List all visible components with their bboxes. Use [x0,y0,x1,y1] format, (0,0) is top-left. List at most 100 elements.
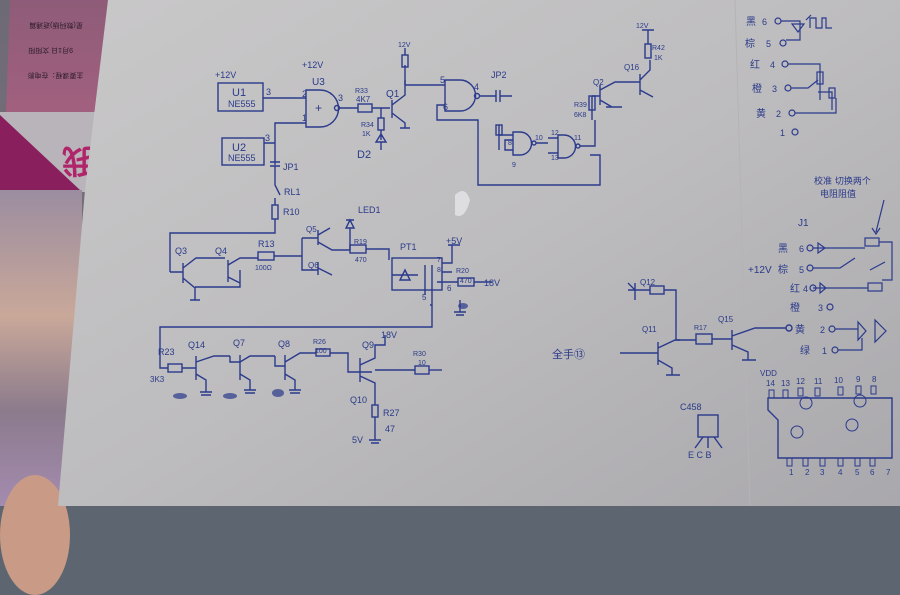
q15-label: Q15 [718,315,734,324]
connector-a-color: 棕 [745,37,755,50]
j1-color: 红 [790,282,800,295]
gate3-pin11: 11 [574,135,581,142]
j1-pin: 5 [799,265,804,275]
ic-pin: 13 [781,379,790,388]
u2-chip-label: NE555 [228,153,256,163]
r13-label: R13 [258,239,275,249]
ic-pin: 11 [814,377,823,386]
q2-label: Q2 [593,78,604,87]
c458-label: C458 [680,402,702,412]
u3-label: U3 [312,77,325,88]
correction-fluid-mark [455,191,470,216]
connector-a-color: 黄 [756,107,766,120]
gate2-pin8: 8 [508,140,512,147]
u3-pin2: 2 [302,89,307,99]
v18-label: 18V [484,278,500,288]
u3-vcc-label: +12V [302,60,323,70]
calibration-note: 校准 切换两个 [814,175,871,187]
ic-pin: 10 [834,376,843,385]
r19-value: 470 [355,257,367,264]
calibration-note: 电阻阻值 [820,188,856,200]
r26-value: 100 [315,348,327,355]
connector-a-color: 黑 [746,16,756,28]
r39-label: R39 [574,102,587,109]
j1-pin: 3 [818,303,823,313]
q14-label: Q14 [188,340,205,350]
ic-pin: 12 [796,377,805,386]
r34-label: R34 [361,122,374,129]
q1-label: Q1 [386,89,400,100]
r39-value: 6K8 [574,112,587,119]
pt1-pin7: 7 [437,257,441,264]
q16-vcc-label: 12V [636,23,649,30]
pt1-pin6: 6 [447,284,452,293]
q10-label: Q10 [350,395,367,405]
r17-label: R17 [694,325,707,332]
gate1-pin6: 6 [443,102,448,112]
r19-label: R19 [354,239,367,246]
led1-label: LED1 [358,205,381,215]
connector-a-pin: 3 [772,84,777,94]
j1-color: 橙 [790,301,800,314]
u1-label: U1 [232,87,246,99]
ic-pin: 6 [870,468,875,477]
u1-chip-label: NE555 [228,99,256,109]
gate1-pin5: 5 [440,75,445,85]
schematic-paper: +12V U1 NE555 3 U2 NE555 3 +12V U3 2 1 3… [58,0,900,506]
u2-label: U2 [232,142,246,154]
r20-label: R20 [456,268,469,275]
jp1-label: JP1 [283,162,299,172]
q9-vcc-label: 18V [381,330,397,340]
r20-value: 470 [460,278,472,285]
paper-sheet [58,0,900,506]
connector-a-pin: 1 [780,128,785,138]
u1-pin-label: 3 [266,87,271,97]
v5-label: 5V [352,435,363,445]
j1-color: 黑 [778,243,788,255]
vdd-label: VDD [760,369,777,378]
r30-value: 10 [418,360,426,367]
u1-vcc-label: +12V [215,70,236,80]
q4-label: Q4 [215,246,227,256]
r10-label: R10 [283,207,300,217]
j1-label: J1 [798,218,809,229]
ic-pin: 9 [856,375,861,384]
q1-vcc-label: 12V [398,42,411,49]
j1-pin: 6 [799,244,804,254]
u3-pin1: 1 [302,113,307,123]
q11-label: Q11 [642,325,657,334]
j1-color: 绿 [800,344,810,357]
j1-pin: 4 [803,284,808,294]
r34-value: 1K [362,131,371,138]
ic-pin: 2 [805,468,810,477]
q12-label: Q12 [640,278,656,287]
r42-label: R42 [652,45,665,52]
r26-label: R26 [313,339,326,346]
ic-pin: 3 [820,468,825,477]
r33-label: R33 [355,88,368,95]
r13-value: 100Ω [255,265,272,272]
ic-pin: 1 [789,468,794,477]
connector-a-pin: 2 [776,109,781,119]
connector-a-pin: 6 [762,17,767,27]
q8-label: Q8 [278,339,290,349]
q3-label: Q3 [175,246,187,256]
connector-a-color: 橙 [752,82,762,95]
paper-margin-line [734,0,751,506]
u2-pin-label: 3 [265,133,270,143]
ic-pin: 4 [838,468,843,477]
j1-pin: 2 [820,325,825,335]
pt1-label: PT1 [400,242,417,252]
connector-a-color: 红 [750,58,760,71]
q7-label: Q7 [233,338,245,348]
gate3-pin13: 13 [551,155,559,162]
r42-value: 1K [654,55,663,62]
gate2-pin9: 9 [512,162,516,169]
r23-value: 3K3 [150,375,165,384]
d2-label: D2 [357,149,371,161]
pt1-vcc-label: +5V [446,236,462,246]
input-label: 全手⑬ [552,347,585,361]
q5-label: Q5 [306,225,317,234]
r23-label: R23 [158,347,175,357]
q16-label: Q16 [624,63,640,72]
